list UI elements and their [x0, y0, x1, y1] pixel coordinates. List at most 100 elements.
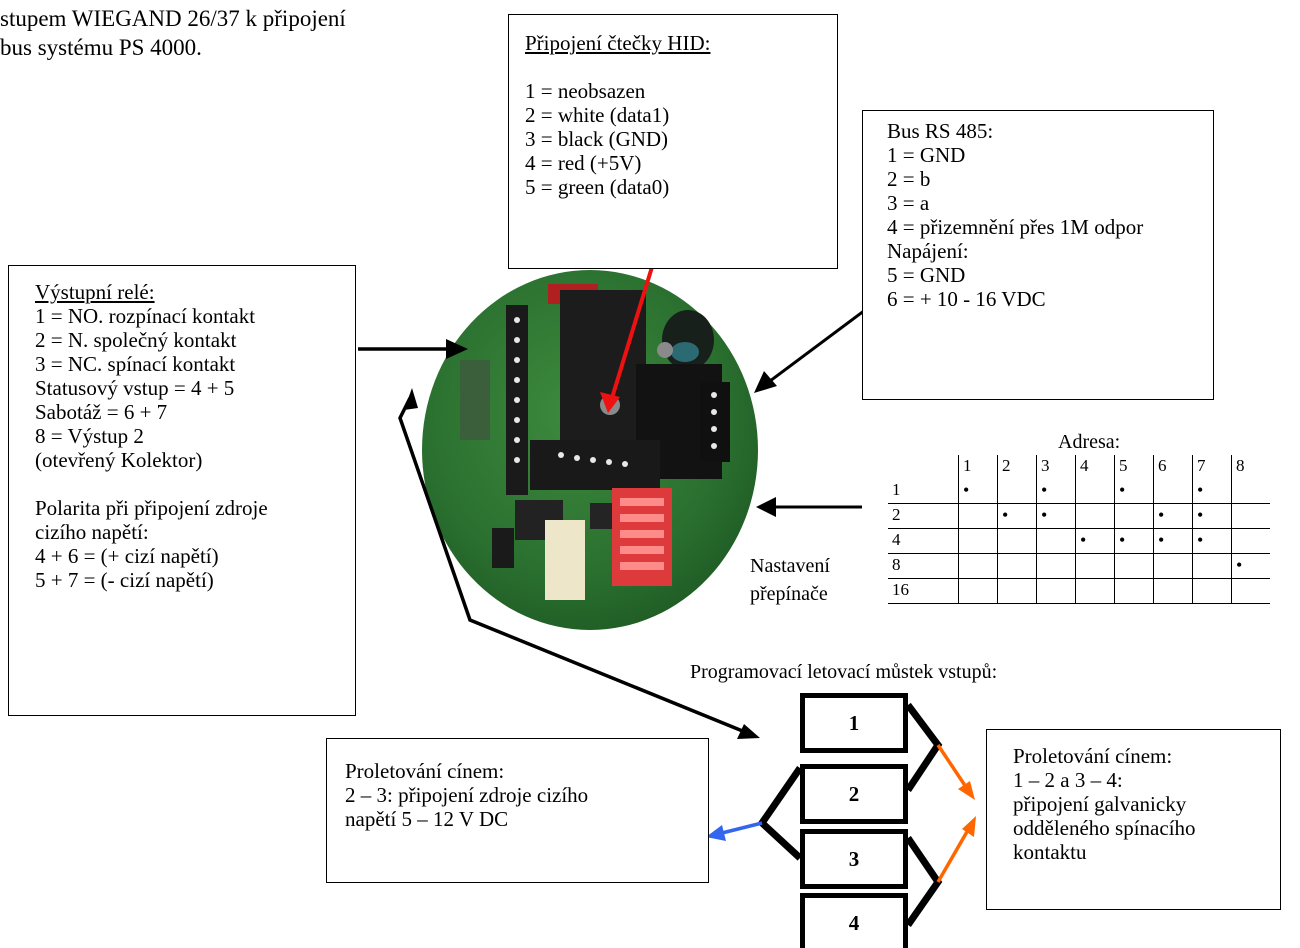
address-cell: [1231, 479, 1270, 504]
hid-line-1: 1 = neobsazen: [525, 79, 646, 103]
address-cell: [1114, 578, 1154, 604]
address-row-label: 16: [888, 578, 959, 604]
address-table: 1 2 3 4 5 6 7 8 1••••2••••4••••8•16: [888, 455, 1270, 604]
address-cell: •: [1153, 503, 1193, 529]
address-cell: [958, 553, 998, 579]
jumper-3: 3: [800, 829, 908, 889]
address-cell: [997, 528, 1037, 554]
address-col-header: 7: [1192, 455, 1232, 479]
hid-line-4: 4 = red (+5V): [525, 151, 642, 175]
address-dot: •: [1041, 480, 1048, 500]
address-cell: •: [1036, 479, 1076, 504]
address-row-label: 4: [888, 528, 959, 554]
address-dot: •: [1080, 530, 1087, 550]
address-row: 1••••: [888, 479, 1270, 504]
address-col-header: 4: [1075, 455, 1115, 479]
rs485-line-5: 4 = přizemnění přes 1M odpor: [887, 215, 1144, 239]
rs485-line-1: Bus RS 485:: [887, 119, 994, 143]
address-cell: •: [997, 503, 1037, 529]
address-col-header: 2: [997, 455, 1037, 479]
solder-left-line-1: Proletování cínem:: [345, 759, 505, 783]
address-col-header: 6: [1153, 455, 1193, 479]
address-col-header: 8: [1231, 455, 1270, 479]
header-line-2: bus systému PS 4000.: [0, 35, 202, 60]
address-cell: [997, 553, 1037, 579]
address-cell: [958, 503, 998, 529]
address-cell: •: [1192, 503, 1232, 529]
relay-line-2: 2 = N. společný kontakt: [35, 328, 237, 352]
address-cell: [1075, 553, 1115, 579]
address-cell: [1036, 553, 1076, 579]
address-col-header: 1: [958, 455, 998, 479]
solder-right-line-2: 1 – 2 a 3 – 4:: [1013, 768, 1123, 792]
address-col-header: 5: [1114, 455, 1154, 479]
orange-arrows: [936, 744, 976, 883]
address-dot: •: [1197, 530, 1204, 550]
jumper-2: 2: [800, 764, 908, 824]
rs485-line-2: 1 = GND: [887, 143, 966, 167]
relay-line-5: Sabotáž = 6 + 7: [35, 400, 168, 424]
address-cell: [1192, 553, 1232, 579]
address-cell: [1036, 578, 1076, 604]
address-cell: [1153, 479, 1193, 504]
address-cell: •: [1114, 479, 1154, 504]
address-row-label: 1: [888, 479, 959, 504]
address-cell: [1153, 578, 1193, 604]
address-dot: •: [1119, 530, 1126, 550]
polarity-line-3: 4 + 6 = (+ cizí napětí): [35, 544, 219, 568]
solder-left-line-2: 2 – 3: připojení zdroje cizího: [345, 783, 589, 807]
address-cell: •: [1153, 528, 1193, 554]
programming-title: Programovací letovací můstek vstupů:: [690, 661, 998, 683]
rs485-line-8: 6 = + 10 - 16 VDC: [887, 287, 1046, 311]
hid-title: Připojení čtečky HID:: [525, 31, 711, 55]
relay-line-6: 8 = Výstup 2: [35, 424, 144, 448]
address-header-row: 1 2 3 4 5 6 7 8: [888, 455, 1270, 479]
solder-right-line-1: Proletování cínem:: [1013, 744, 1173, 768]
address-dot: •: [1197, 505, 1204, 525]
address-cell: [958, 578, 998, 604]
relay-line-3: 3 = NC. spínací kontakt: [35, 352, 236, 376]
address-cell: [1075, 479, 1115, 504]
address-dot: •: [1041, 505, 1048, 525]
solder-left-line-3: napětí 5 – 12 V DC: [345, 807, 509, 831]
switch-setting-label: Nastavení přepínače: [750, 555, 830, 605]
circuit-board-image: [422, 270, 758, 630]
address-cell: [958, 528, 998, 554]
jumper-1: 1: [800, 693, 908, 753]
address-cell: •: [1036, 503, 1076, 529]
output-relay-box: Výstupní relé: 1 = NO. rozpínací kontakt…: [8, 265, 356, 716]
header-line-1: stupem WIEGAND 26/37 k připojení: [0, 6, 346, 31]
address-cell: [997, 479, 1037, 504]
address-cell: [1192, 578, 1232, 604]
address-row: 8•: [888, 553, 1270, 579]
hid-line-3: 3 = black (GND): [525, 127, 669, 151]
address-cell: •: [1075, 528, 1115, 554]
address-col-header: 3: [1036, 455, 1076, 479]
address-dot: •: [1158, 530, 1165, 550]
solder-right-line-5: kontaktu: [1013, 840, 1087, 864]
address-cell: •: [1231, 553, 1270, 579]
address-row: 16: [888, 578, 1270, 604]
address-cell: •: [1114, 528, 1154, 554]
address-cell: [1114, 553, 1154, 579]
polarity-line-1: Polarita při připojení zdroje: [35, 496, 268, 520]
rs485-box: Bus RS 485: 1 = GND 2 = b 3 = a 4 = přiz…: [862, 110, 1214, 400]
address-cell: [1153, 553, 1193, 579]
hid-line-5: 5 = green (data0): [525, 175, 670, 199]
address-dot: •: [1236, 555, 1243, 575]
rs485-line-4: 3 = a: [887, 191, 930, 215]
address-cell: [1231, 578, 1270, 604]
address-title: Adresa:: [1058, 431, 1121, 453]
red-arrow: [600, 266, 654, 413]
address-cell: [1075, 503, 1115, 529]
hid-reader-box: Připojení čtečky HID: 1 = neobsazen 2 = …: [508, 14, 838, 269]
address-cell: [1231, 528, 1270, 554]
address-cell: •: [1192, 528, 1232, 554]
rs485-line-3: 2 = b: [887, 167, 931, 191]
polarity-line-4: 5 + 7 = (- cizí napětí): [35, 568, 214, 592]
relay-line-7: (otevřený Kolektor): [35, 448, 203, 472]
relay-line-4: Statusový vstup = 4 + 5: [35, 376, 235, 400]
address-cell: •: [958, 479, 998, 504]
address-row-label: 2: [888, 503, 959, 529]
